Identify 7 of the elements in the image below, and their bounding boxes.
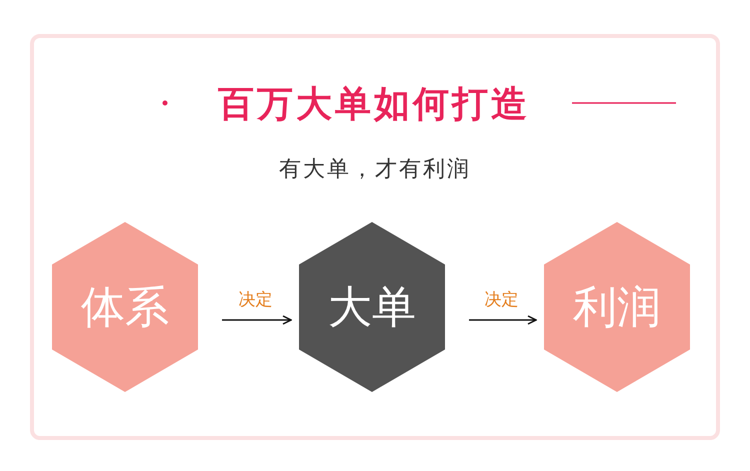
arrow [222, 315, 292, 325]
hexagon-box: 利润 [544, 222, 690, 392]
hexagon-box: 体系 [52, 222, 198, 392]
arrow [469, 315, 537, 325]
hexagon-box: 大单 [299, 222, 445, 392]
subtitle: 有大单，才有利润 [278, 156, 472, 184]
title: 百万大单如何打造 [217, 83, 531, 127]
